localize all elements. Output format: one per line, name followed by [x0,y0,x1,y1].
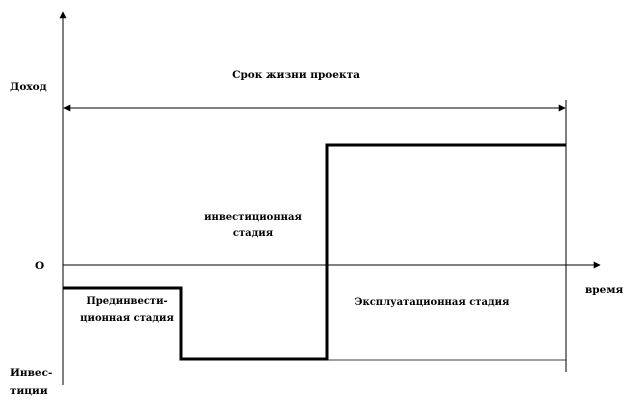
y-axis-bottom-label-2: тиции [10,385,48,397]
pre-investment-stage-label-2: ционная стадия [80,313,174,324]
y-axis-top-label: Доход [10,81,47,93]
investment-stage-label-2: стадия [233,228,274,239]
x-axis-label: время [585,284,623,296]
cash-flow-profile [63,143,566,361]
operation-stage-label: Эксплуатационная стадия [355,297,511,308]
y-axis-bottom-label-1: Инвес- [10,367,52,379]
investment-stage-label-1: инвестиционная [204,212,302,223]
origin-label: О [35,260,44,272]
pre-investment-stage-label-1: Прединвести- [86,296,167,307]
lifetime-label: Срок жизни проекта [232,69,360,81]
